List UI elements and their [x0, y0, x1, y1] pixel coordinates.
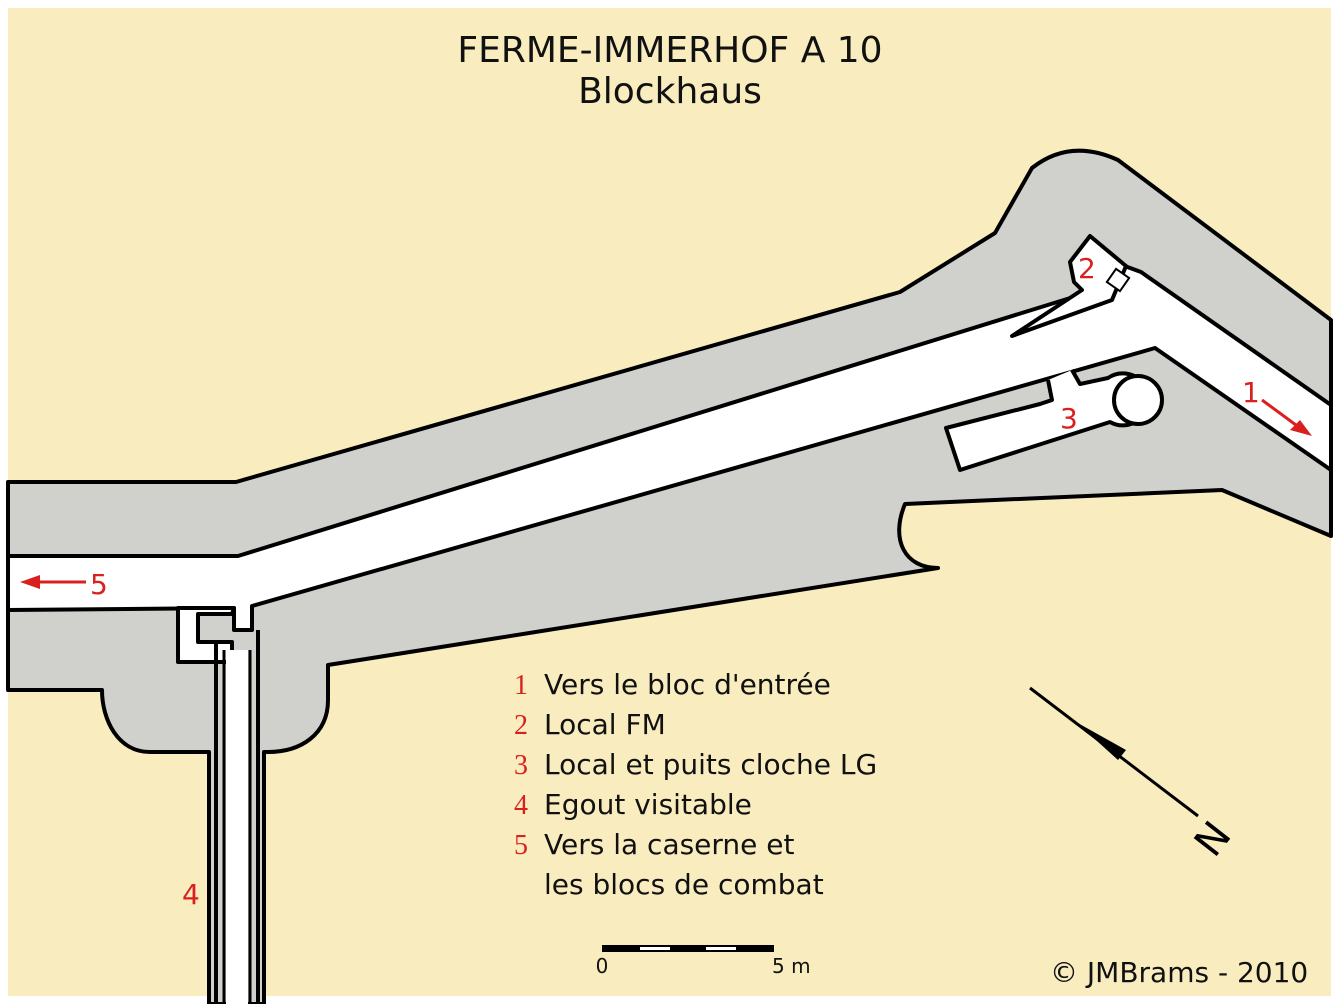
scale-end-label: 5 m: [772, 954, 811, 978]
arrow-1: [1261, 398, 1301, 430]
legend-num-1: 1: [514, 670, 528, 701]
title-line-1: FERME-IMMERHOF A 10: [457, 30, 882, 71]
local-fm: [1010, 234, 1128, 338]
fm-embrasure: [1105, 267, 1131, 293]
bell-shaft: [1112, 374, 1164, 426]
legend-text-2: Local FM: [544, 708, 666, 741]
legend-text-3: Local et puits cloche LG: [544, 748, 877, 781]
sewer-inner: [222, 650, 252, 1004]
legend-num-2: 2: [514, 710, 528, 741]
tag-5: 5: [90, 568, 108, 601]
legend-text-1: Vers le bloc d'entrée: [544, 668, 831, 701]
sewer-shaft: [214, 630, 260, 1004]
legend: 1 Vers le bloc d'entrée 2 Local FM 3 Loc…: [514, 668, 877, 901]
legend-num-3: 3: [514, 750, 528, 781]
legend-text-4: Egout visitable: [544, 788, 752, 821]
legend-num-4: 4: [514, 790, 528, 821]
arrow-1-head: [1290, 420, 1312, 436]
tag-4: 4: [182, 878, 200, 911]
scale-bar: 0 5 m: [596, 945, 811, 978]
scale-start-label: 0: [596, 954, 609, 978]
legend-num-5: 5: [514, 830, 528, 861]
arrow-5-head: [20, 575, 40, 589]
title-line-2: Blockhaus: [578, 71, 762, 112]
legend-text-6: les blocs de combat: [544, 868, 824, 901]
credit: © JMBrams - 2010: [1050, 956, 1308, 989]
tag-3: 3: [1060, 402, 1078, 435]
tag-2: 2: [1078, 252, 1096, 285]
legend-text-5: Vers la caserne et: [544, 828, 795, 861]
tag-1: 1: [1242, 376, 1260, 409]
sewer-channel: [226, 650, 248, 1004]
junction-niche: [176, 606, 236, 664]
